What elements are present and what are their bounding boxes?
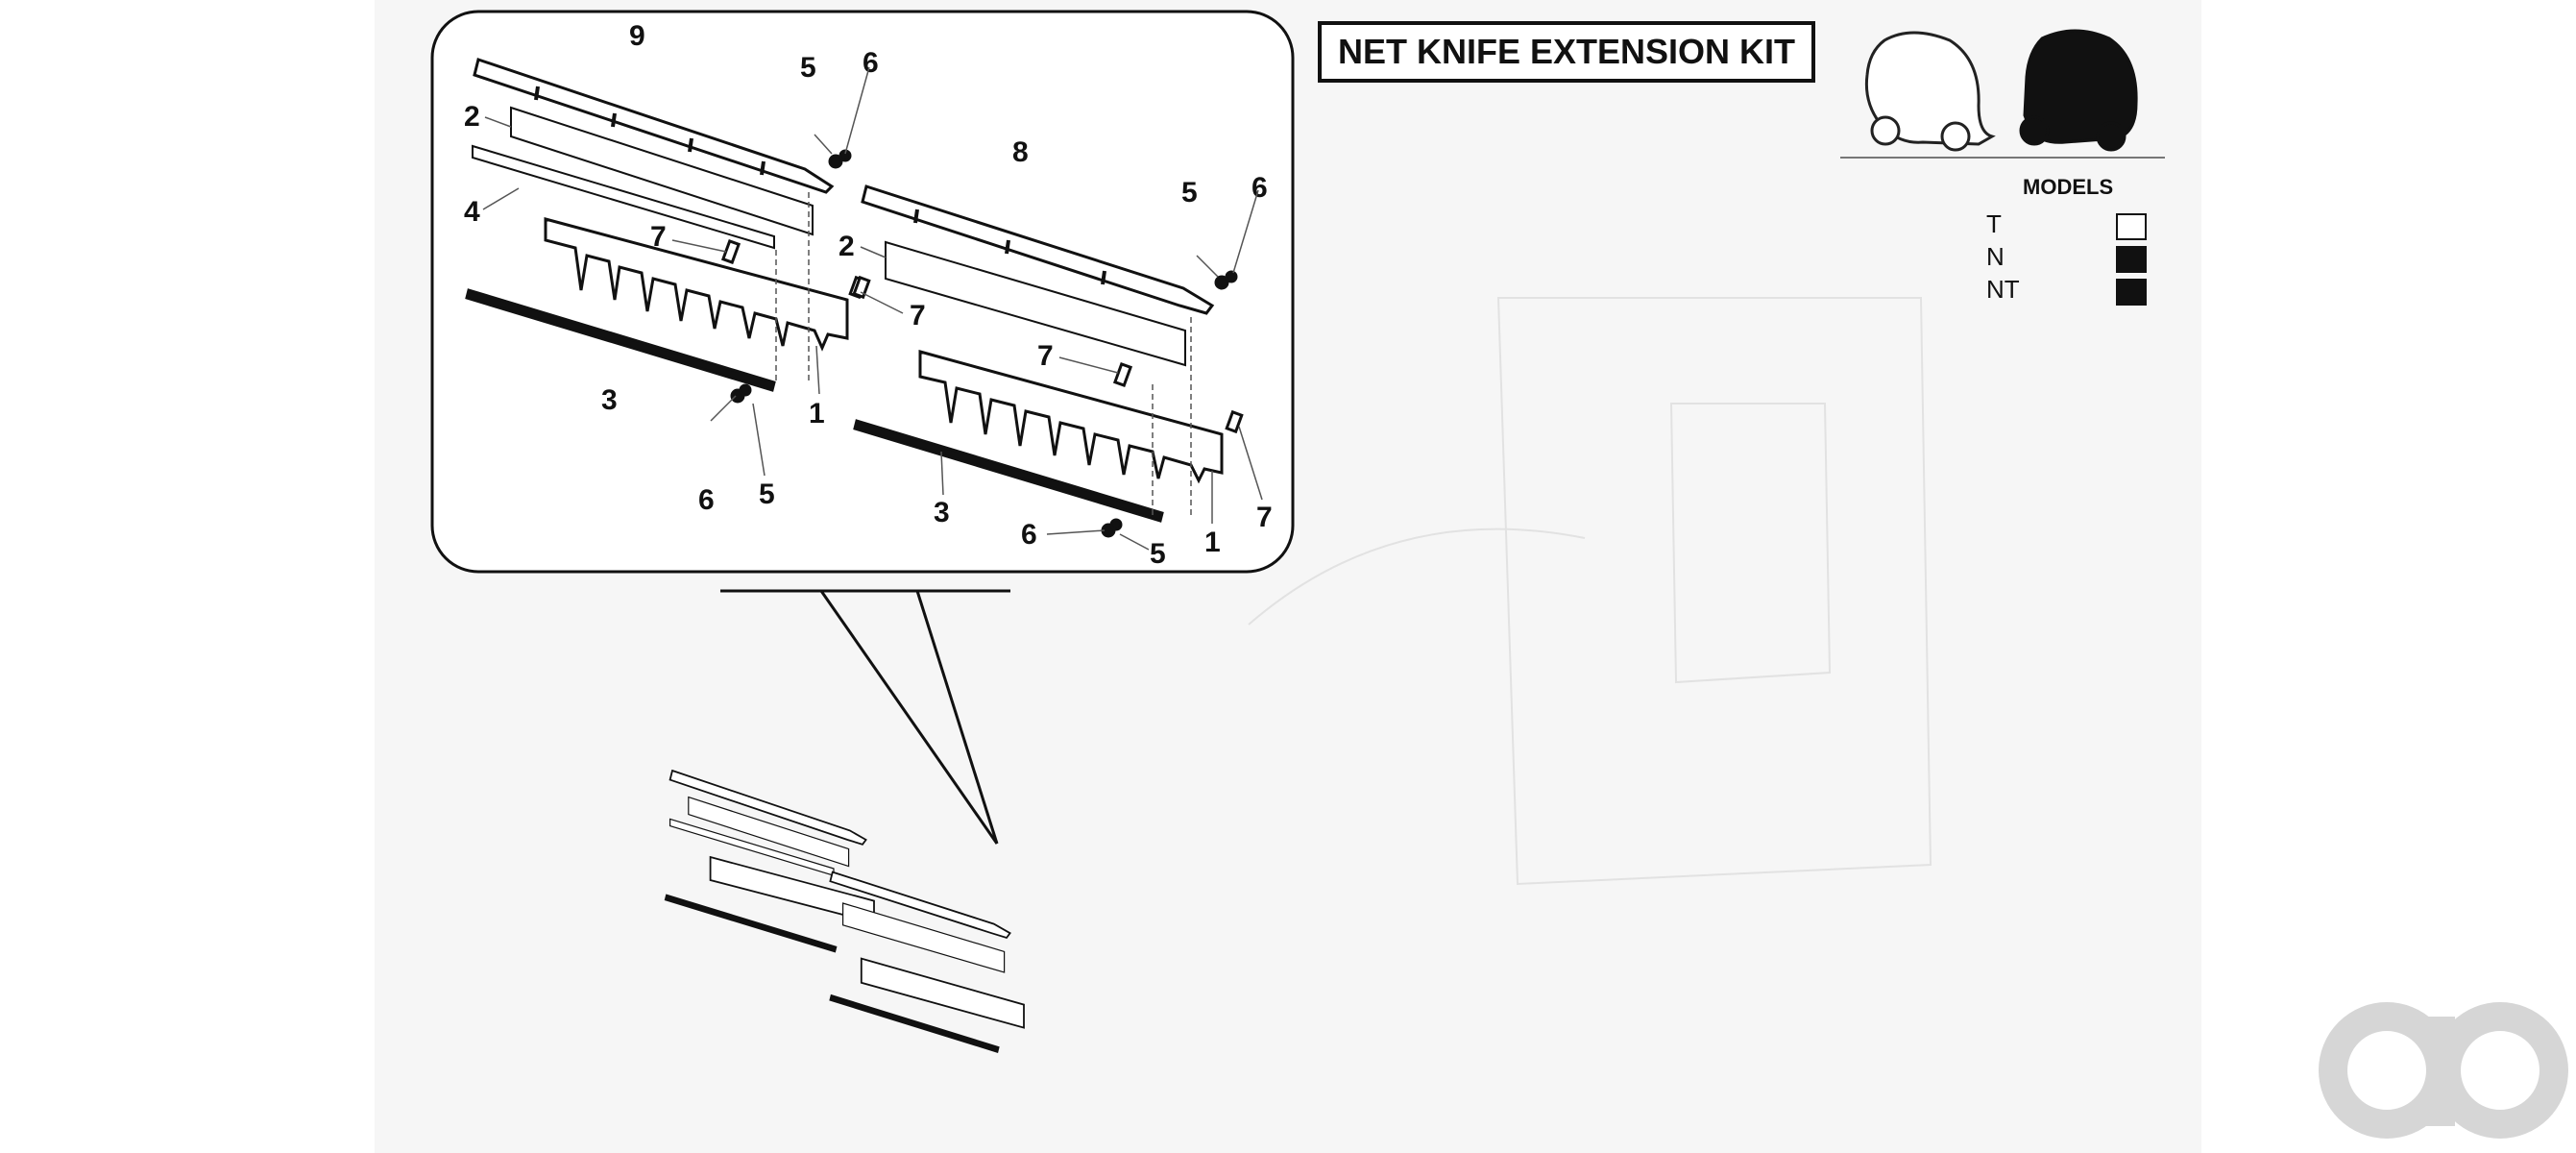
callout-1: 1 (1204, 527, 1221, 558)
round-baler-filled-icon (2019, 29, 2138, 152)
callout-6: 6 (863, 47, 879, 79)
part-7-bolt (720, 238, 741, 265)
part-8-cover (861, 184, 1215, 315)
callout-5: 5 (1150, 538, 1166, 570)
left-assembly (465, 58, 867, 404)
callout-7: 7 (910, 300, 926, 331)
callout-7: 7 (1037, 340, 1054, 372)
callout-6: 6 (698, 484, 715, 516)
callout-2: 2 (838, 231, 855, 262)
model-t-label: T (1986, 209, 2002, 238)
model-t-indicator (2116, 213, 2147, 240)
brand-logo-icon (2319, 1002, 2568, 1139)
callout-3: 3 (934, 497, 950, 528)
model-n-indicator (2116, 246, 2147, 273)
callout-6: 6 (1252, 172, 1268, 204)
part-6-washer (838, 149, 852, 162)
callout-5: 5 (1181, 177, 1198, 209)
part-4-strip (472, 144, 775, 250)
callout-8: 8 (1012, 136, 1029, 168)
callout-4: 4 (464, 196, 480, 228)
callout-3: 3 (601, 384, 618, 416)
part-5-nut (828, 154, 843, 169)
model-n-label: N (1986, 242, 2005, 271)
callout-7: 7 (650, 221, 667, 253)
callout-labels: 9 5 6 2 4 7 7 3 1 6 5 8 5 6 2 7 7 3 1 6 … (464, 20, 1273, 570)
callout-5: 5 (759, 478, 775, 510)
part-3-bar (465, 288, 776, 392)
part-1-knife-right (918, 350, 1224, 484)
page-title: NET KNIFE EXTENSION KIT (1318, 21, 1815, 83)
callout-6: 6 (1021, 519, 1037, 551)
part-9-cover (473, 58, 835, 194)
models-label: MODELS (2023, 175, 2114, 199)
part-2-plate-right (885, 240, 1186, 367)
callout-9: 9 (629, 20, 645, 52)
right-assembly (852, 184, 1244, 538)
leader-lines (482, 66, 1263, 551)
callout-1: 1 (809, 398, 825, 429)
callout-2: 2 (464, 101, 480, 133)
background-ghost-frame (1248, 297, 1932, 886)
overview-assembly (664, 769, 1025, 1053)
model-nt-label: NT (1986, 275, 2020, 304)
part-1-knife (544, 217, 849, 352)
callout-5: 5 (800, 52, 816, 84)
part-3-bar-right (853, 419, 1164, 523)
round-baler-outline-icon (1864, 31, 1996, 152)
detail-pointer (720, 589, 1010, 845)
callout-7: 7 (1256, 502, 1273, 533)
model-nt-indicator (2116, 279, 2147, 306)
